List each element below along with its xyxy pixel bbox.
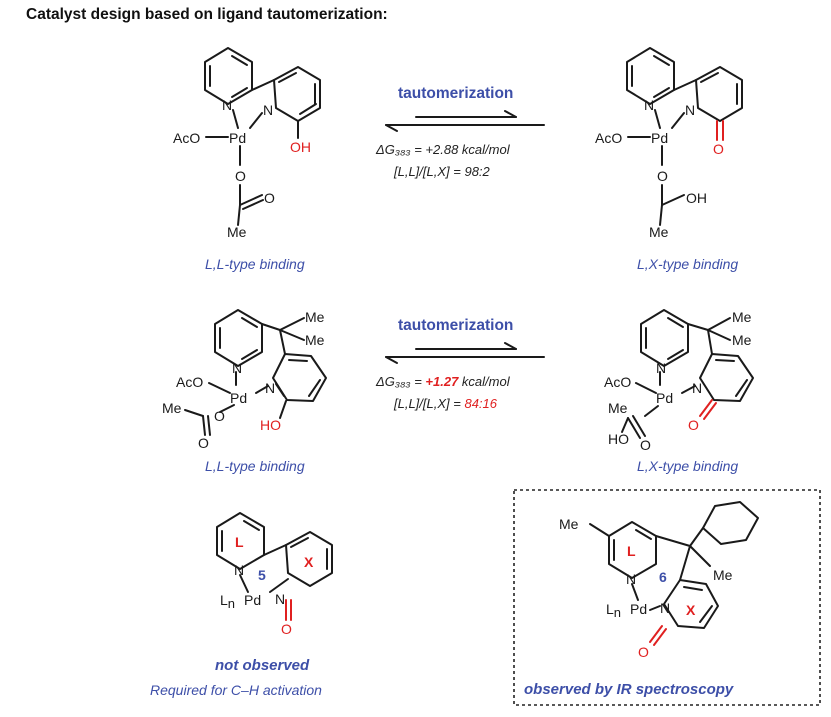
n-atom-label: N: [265, 380, 275, 396]
o-atom-label: O: [264, 190, 275, 206]
o-atom-label: O: [657, 168, 668, 184]
o-atom-label: O: [235, 168, 246, 184]
ch-activation-note: Required for C–H activation: [150, 682, 322, 698]
pd-atom-label: Pd: [229, 130, 246, 146]
l-donor-label: L: [627, 543, 636, 559]
o-atom-label: O: [688, 417, 699, 433]
ho-label: HO: [608, 431, 629, 447]
o-atom-label: O: [638, 644, 649, 660]
aco-label: AcO: [595, 130, 622, 146]
not-observed-label: not observed: [215, 657, 310, 674]
n-atom-label: N: [232, 360, 242, 376]
observed-ir-label: observed by IR spectroscopy: [524, 681, 734, 698]
n-atom-label: N: [626, 571, 636, 587]
n-atom-label: N: [275, 591, 285, 607]
oh-label: OH: [686, 190, 707, 206]
n-atom-label: N: [222, 97, 232, 113]
aco-label: AcO: [176, 374, 203, 390]
ln-l: L: [220, 592, 228, 608]
ln-subscript: n: [614, 605, 621, 620]
row1-delta-g: ΔG₃₈₃ = +2.88 kcal/mol: [375, 142, 511, 157]
observed-dashed-box: [513, 489, 821, 706]
o-atom-label: O: [713, 141, 724, 157]
oh-label: OH: [290, 139, 311, 155]
pd-atom-label: Pd: [244, 592, 261, 608]
row2-delta-g-unit: kcal/mol: [458, 374, 510, 389]
me-label: Me: [713, 567, 733, 583]
aco-label: AcO: [173, 130, 200, 146]
n-atom-label: N: [644, 97, 654, 113]
me-label: Me: [227, 224, 247, 240]
me-label: Me: [305, 332, 325, 348]
x-donor-label: X: [686, 602, 696, 618]
row2-ratio-prefix: [L,L]/[L,X] =: [393, 396, 464, 411]
row1-left-structure: N N Pd AcO O O Me OH: [173, 47, 321, 240]
me-label: Me: [649, 224, 669, 240]
row1-left-caption: L,L-type binding: [205, 256, 305, 272]
o-atom-label: O: [214, 408, 225, 424]
row2-ratio: [L,L]/[L,X] = 84:16: [393, 396, 498, 411]
row1-right-structure: N N Pd AcO O OH Me O: [595, 47, 743, 240]
x-donor-label: X: [304, 554, 314, 570]
o-atom-label: O: [281, 621, 292, 637]
row1-equilibrium-arrow: tautomerization: [385, 85, 545, 132]
scheme-title: Catalyst design based on ligand tautomer…: [26, 6, 388, 23]
me-label: Me: [559, 516, 579, 532]
row3-right-structure: Me Me N N Pd Ln O L X 6: [559, 501, 759, 660]
row2-left-structure: N N Pd AcO Me Me Me O O HO: [162, 309, 327, 451]
ring-size-5: 5: [258, 567, 266, 583]
me-label: Me: [608, 400, 628, 416]
pd-atom-label: Pd: [630, 601, 647, 617]
o-atom-label: O: [640, 437, 651, 453]
pd-atom-label: Pd: [230, 390, 247, 406]
n-atom-label: N: [692, 380, 702, 396]
row2-equilibrium-arrow: tautomerization: [385, 317, 545, 364]
row1-arrow-label: tautomerization: [398, 85, 513, 102]
ln-label: Ln: [606, 601, 621, 620]
row3-left-structure: N N Pd Ln O L X 5: [216, 512, 333, 637]
row1-ratio: [L,L]/[L,X] = 98:2: [393, 164, 491, 179]
row2-left-caption: L,L-type binding: [205, 458, 305, 474]
row1-right-caption: L,X-type binding: [637, 256, 738, 272]
ring-size-6: 6: [659, 569, 667, 585]
o-atom-label: O: [198, 435, 209, 451]
pd-atom-label: Pd: [651, 130, 668, 146]
pd-atom-label: Pd: [656, 390, 673, 406]
row2-arrow-label: tautomerization: [398, 317, 513, 334]
row2-right-caption: L,X-type binding: [637, 458, 738, 474]
ho-label: HO: [260, 417, 281, 433]
ln-l: L: [606, 601, 614, 617]
n-atom-label: N: [660, 600, 670, 616]
row2-delta-g-prefix: ΔG₃₈₃ =: [375, 374, 425, 389]
n-atom-label: N: [263, 102, 273, 118]
me-label: Me: [732, 332, 752, 348]
ln-label: Ln: [220, 592, 235, 611]
n-atom-label: N: [656, 360, 666, 376]
row2-ratio-value: 84:16: [464, 396, 497, 411]
l-donor-label: L: [235, 534, 244, 550]
row2-delta-g-value: +1.27: [425, 374, 459, 389]
ln-subscript: n: [228, 596, 235, 611]
row2-delta-g: ΔG₃₈₃ = +1.27 kcal/mol: [375, 374, 511, 389]
me-label: Me: [732, 309, 752, 325]
n-atom-label: N: [685, 102, 695, 118]
aco-label: AcO: [604, 374, 631, 390]
row2-right-structure: N N Pd AcO Me Me Me O HO O: [604, 309, 754, 453]
me-label: Me: [162, 400, 182, 416]
me-label: Me: [305, 309, 325, 325]
n-atom-label: N: [234, 562, 244, 578]
